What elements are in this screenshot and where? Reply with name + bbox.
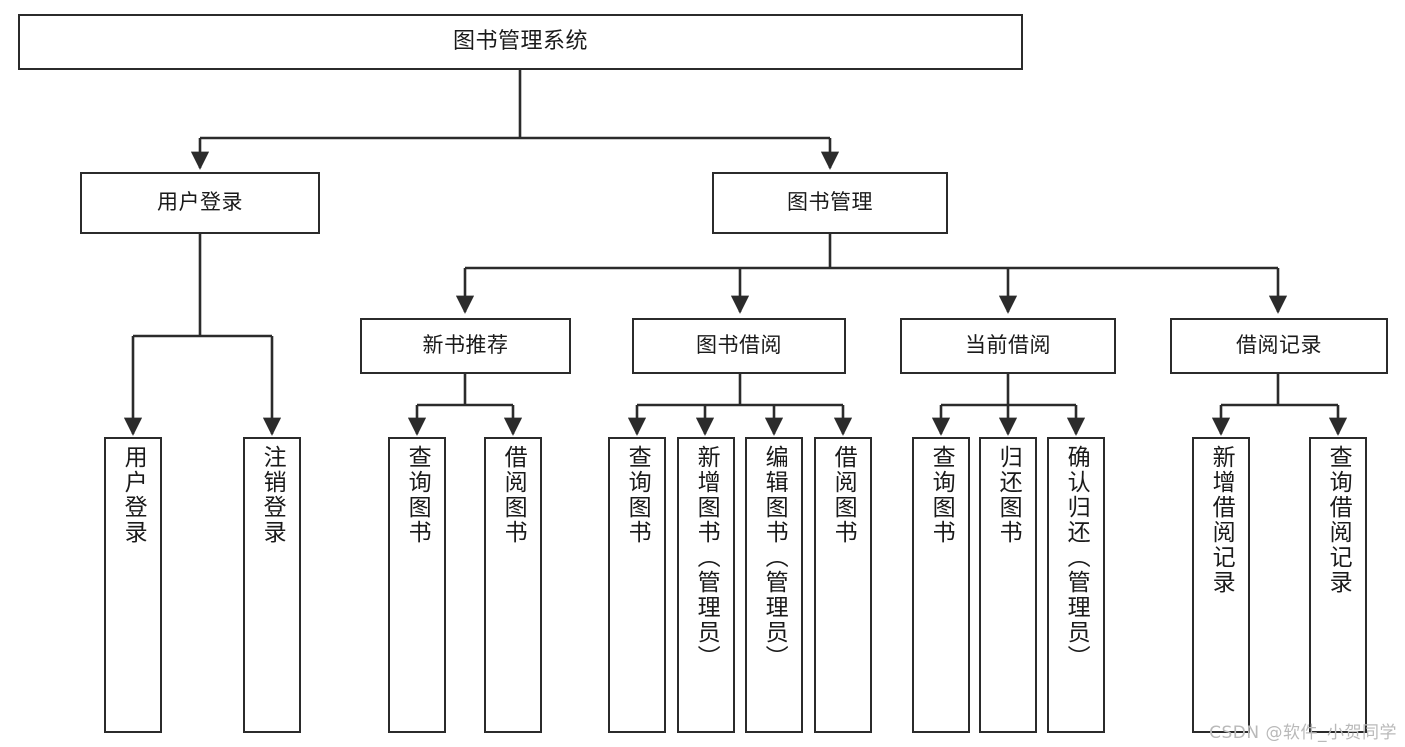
node-label: 查询借阅记录	[1325, 445, 1352, 595]
node-leaf-borrow-book-borrow[interactable]: 借阅图书	[814, 437, 872, 733]
node-label: 查询图书	[928, 445, 955, 545]
node-label: 图书管理系统	[452, 28, 588, 54]
node-leaf-query-book-borrow[interactable]: 查询图书	[608, 437, 666, 733]
node-current-borrow[interactable]: 当前借阅	[900, 318, 1116, 374]
node-label: 编辑图书（管理员）	[761, 445, 788, 670]
node-leaf-query-borrow-record[interactable]: 查询借阅记录	[1309, 437, 1367, 733]
node-label: 用户登录	[120, 445, 147, 545]
node-user-login[interactable]: 用户登录	[80, 172, 320, 234]
node-leaf-query-book-recommend[interactable]: 查询图书	[388, 437, 446, 733]
node-label: 归还图书	[995, 445, 1022, 545]
node-label: 借阅图书	[830, 445, 857, 545]
node-label: 借阅记录	[1236, 333, 1322, 358]
node-label: 用户登录	[157, 190, 243, 215]
node-borrow-record[interactable]: 借阅记录	[1170, 318, 1388, 374]
node-leaf-user-login[interactable]: 用户登录	[104, 437, 162, 733]
node-leaf-return-book[interactable]: 归还图书	[979, 437, 1037, 733]
node-label: 新增图书（管理员）	[693, 445, 720, 670]
node-label: 新增借阅记录	[1208, 445, 1235, 595]
node-label: 注销登录	[259, 445, 286, 545]
node-leaf-add-book-admin[interactable]: 新增图书（管理员）	[677, 437, 735, 733]
node-root-book-management-system[interactable]: 图书管理系统	[18, 14, 1023, 70]
node-label: 新书推荐	[422, 333, 509, 358]
node-leaf-edit-book-admin[interactable]: 编辑图书（管理员）	[745, 437, 803, 733]
node-label: 确认归还（管理员）	[1063, 445, 1090, 670]
node-book-management[interactable]: 图书管理	[712, 172, 948, 234]
node-leaf-logout-login[interactable]: 注销登录	[243, 437, 301, 733]
node-label: 查询图书	[404, 445, 431, 545]
node-label: 查询图书	[624, 445, 651, 545]
node-leaf-add-borrow-record[interactable]: 新增借阅记录	[1192, 437, 1250, 733]
node-leaf-query-book-current[interactable]: 查询图书	[912, 437, 970, 733]
node-label: 当前借阅	[965, 333, 1051, 358]
node-label: 借阅图书	[500, 445, 527, 545]
node-label: 图书管理	[787, 190, 873, 215]
csdn-watermark: CSDN @软件_小贺同学	[1209, 723, 1397, 743]
node-label: 图书借阅	[696, 333, 782, 358]
node-leaf-borrow-book-recommend[interactable]: 借阅图书	[484, 437, 542, 733]
node-new-book-recommend[interactable]: 新书推荐	[360, 318, 571, 374]
node-book-borrow[interactable]: 图书借阅	[632, 318, 846, 374]
node-leaf-confirm-return-admin[interactable]: 确认归还（管理员）	[1047, 437, 1105, 733]
